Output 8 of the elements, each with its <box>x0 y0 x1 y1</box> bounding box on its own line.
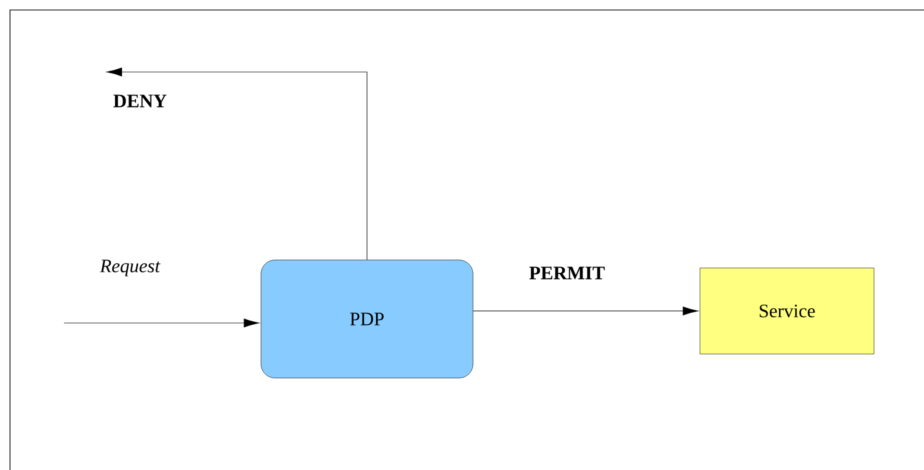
arrow <box>472 306 698 316</box>
arrow <box>64 318 260 328</box>
edge-label: DENY <box>113 94 167 108</box>
service-box: Service <box>700 268 874 354</box>
arrow <box>106 68 368 260</box>
edge-label: Request <box>100 260 160 276</box>
edge-label: PERMIT <box>529 266 605 280</box>
process-box: PDP <box>260 260 474 378</box>
